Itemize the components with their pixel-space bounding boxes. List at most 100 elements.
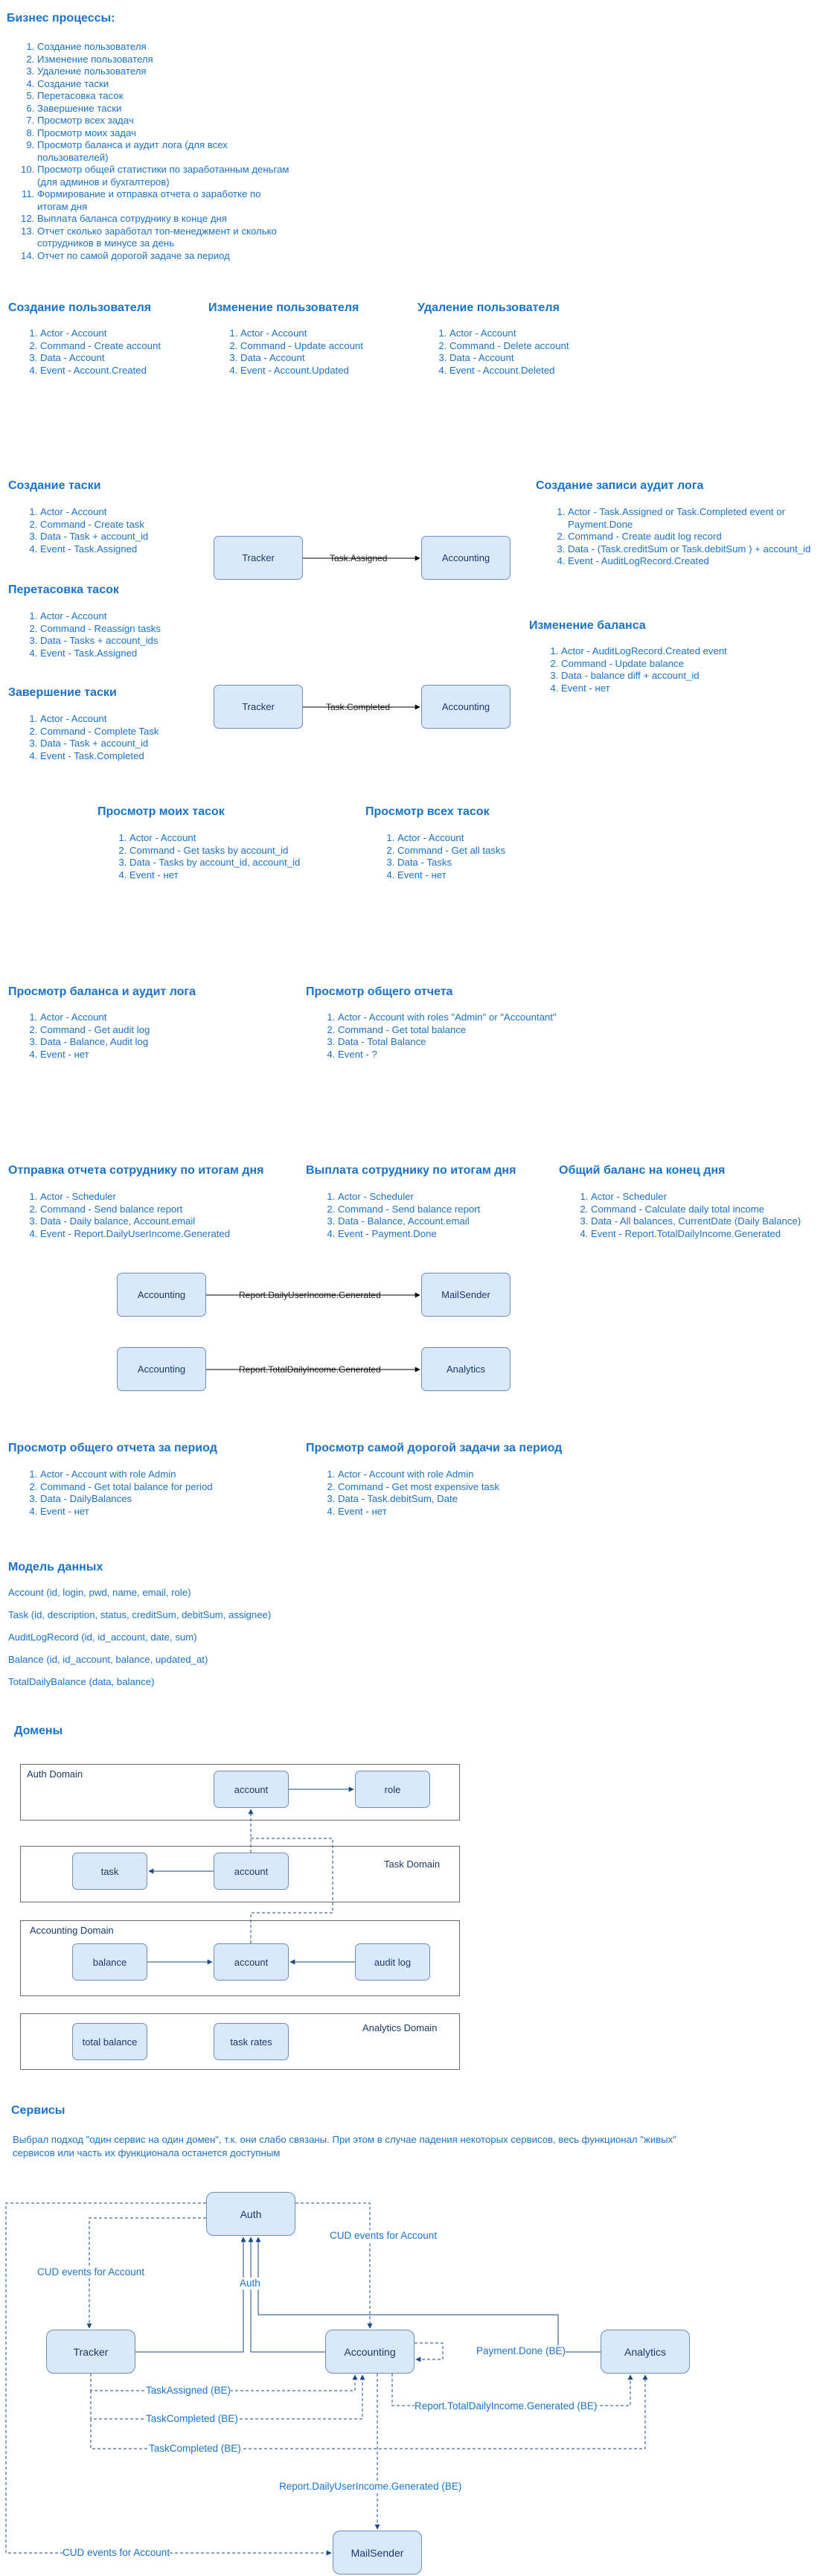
list-item: Command - Create audit log record: [568, 531, 832, 543]
list-item: Event - Payment.Done: [338, 1228, 561, 1241]
list-item: Actor - Account: [40, 610, 211, 623]
flow2-accounting-box: Accounting: [421, 685, 511, 729]
svc-label-payment: Payment.Done (BE): [476, 2345, 566, 2357]
list-item: Command - Get total balance for period: [40, 1481, 286, 1494]
list-item: Event - нет: [561, 683, 784, 695]
list-item: Command - Get total balance: [338, 1024, 606, 1037]
svc-mailsender-box: MailSender: [333, 2531, 422, 2575]
analytics-total-box: total balance: [72, 2023, 147, 2060]
flow1-accounting-box: Accounting: [421, 536, 511, 580]
total-report-list: Actor - Account with roles "Admin" or "A…: [323, 1011, 606, 1061]
expensive-task-title: Просмотр самой дорогой задачи за период: [306, 1442, 563, 1454]
daily-report-title: Отправка отчета сотруднику по итогам дня: [8, 1164, 264, 1177]
list-item: Data - Account: [40, 352, 211, 365]
user-update-list: Actor - AccountCommand - Update accountD…: [225, 327, 412, 377]
balance-change-title: Изменение баланса: [529, 619, 646, 632]
svc-analytics-auth: [255, 2237, 601, 2353]
list-item: Data - Account: [449, 352, 621, 365]
business-item: Завершение таски: [37, 103, 290, 115]
user-create-title: Создание пользователя: [8, 301, 152, 314]
list-item: Data - Task.debitSum, Date: [338, 1493, 583, 1506]
list-item: Command - Create account: [40, 340, 211, 353]
list-item: Command - Get audit log: [40, 1024, 263, 1037]
user-delete-title: Удаление пользователя: [417, 301, 560, 314]
list-item: Event - нет: [129, 869, 353, 882]
period-report-title: Просмотр общего отчета за период: [8, 1442, 217, 1454]
list-item: Actor - Account with role Admin: [338, 1468, 583, 1481]
flow3-mailsender-box: MailSender: [421, 1273, 511, 1317]
list-item: Data - Task + account_id: [40, 738, 211, 750]
svc-analytics-box: Analytics: [601, 2330, 690, 2374]
model-list: Account (id, login, pwd, name, email, ro…: [8, 1587, 455, 1698]
list-item: Command - Reassign tasks: [40, 623, 211, 636]
svc-payment-loop: [415, 2342, 444, 2362]
list-item: Event - Account.Updated: [240, 365, 412, 377]
list-item: Event - Task.Completed: [40, 750, 211, 763]
list-item: Actor - Scheduler: [338, 1191, 561, 1204]
svc-task-assigned: [90, 2374, 358, 2391]
accounting-account-box: account: [214, 1943, 289, 1981]
period-report-list: Actor - Account with role AdminCommand -…: [25, 1468, 286, 1518]
list-item: Event - Report.DailyUserIncome.Generated: [40, 1228, 308, 1241]
list-item: Command - Create task: [40, 519, 211, 531]
svc-accounting-auth: [248, 2237, 325, 2353]
list-item: Command - Update balance: [561, 658, 784, 671]
list-item: Actor - Account: [40, 1011, 263, 1024]
auth-role-box: role: [355, 1771, 430, 1808]
list-item: Actor - Account with role Admin: [40, 1468, 286, 1481]
list-item: Command - Update account: [240, 340, 412, 353]
svc-tracker-box: Tracker: [46, 2330, 135, 2374]
svc-auth-box: Auth: [206, 2192, 295, 2236]
list-item: Data - Tasks: [397, 857, 591, 869]
svc-label-completed-1: TaskCompleted (BE): [146, 2413, 238, 2425]
list-item: Data - Total Balance: [338, 1036, 606, 1049]
svc-label-cud-left: CUD events for Account: [37, 2266, 145, 2278]
flow2-tracker-box: Tracker: [214, 685, 303, 729]
balance-view-title: Просмотр баланса и аудит лога: [8, 985, 196, 998]
list-item: Data - Balance, Account.email: [338, 1215, 561, 1228]
list-item: Actor - Account: [40, 713, 211, 726]
business-title: Бизнес процессы:: [7, 12, 115, 25]
user-update-title: Изменение пользователя: [208, 301, 359, 314]
list-item: Event - Task.Assigned: [40, 648, 211, 660]
svc-label-auth: Auth: [240, 2278, 260, 2289]
auth-domain-container: [20, 1764, 460, 1821]
analytics-domain-label: Analytics Domain: [362, 2022, 438, 2033]
svc-tracker-auth: [135, 2237, 246, 2353]
svc-label-cud-bottom: CUD events for Account: [63, 2547, 170, 2559]
svc-label-completed-2: TaskCompleted (BE): [149, 2443, 241, 2455]
list-item: Actor - Task.Assigned or Task.Completed …: [568, 506, 832, 531]
domains-title: Домены: [14, 1725, 63, 1737]
svc-label-total: Report.TotalDailyIncome.Generated (BE): [415, 2400, 598, 2412]
business-item: Отчет по самой дорогой задаче за период: [37, 250, 290, 263]
business-item: Выплата баланса сотруднику в конце дня: [37, 213, 290, 226]
list-item: Data - (Task.creditSum or Task.debitSum …: [568, 543, 832, 556]
list-item: Command - Send balance report: [338, 1204, 561, 1216]
list-item: Actor - Scheduler: [40, 1191, 308, 1204]
accounting-balance-box: balance: [72, 1943, 147, 1981]
model-item: Task (id, description, status, creditSum…: [8, 1609, 272, 1620]
list-item: Data - Balance, Audit log: [40, 1036, 263, 1049]
user-delete-list: Actor - AccountCommand - Delete accountD…: [435, 327, 621, 377]
business-item: Создание пользователя: [37, 41, 290, 54]
model-title: Модель данных: [8, 1561, 103, 1573]
daily-report-list: Actor - SchedulerCommand - Send balance …: [25, 1191, 308, 1240]
list-item: Event - нет: [397, 869, 591, 882]
list-item: Actor - Account: [397, 832, 591, 845]
balance-change-list: Actor - AuditLogRecord.Created eventComm…: [546, 645, 784, 694]
svc-task-completed-2: [90, 2374, 648, 2449]
business-item: Просмотр моих задач: [37, 127, 290, 140]
list-item: Actor - Scheduler: [591, 1191, 832, 1204]
business-item: Формирование и отправка отчета о заработ…: [37, 188, 290, 213]
total-report-title: Просмотр общего отчета: [306, 985, 453, 998]
list-item: Data - DailyBalances: [40, 1493, 286, 1506]
eod-balance-title: Общий баланс на конец дня: [559, 1164, 726, 1177]
task-create-list: Actor - AccountCommand - Create taskData…: [25, 506, 211, 555]
task-domain-container: [20, 1846, 460, 1902]
accounting-domain-label: Accounting Domain: [30, 1925, 114, 1936]
business-item: Просмотр баланса и аудит лога (для всех …: [37, 139, 290, 164]
expensive-task-list: Actor - Account with role AdminCommand -…: [323, 1468, 583, 1518]
list-item: Actor - Account: [449, 327, 621, 340]
svc-label-cud-right: CUD events for Account: [330, 2230, 438, 2242]
